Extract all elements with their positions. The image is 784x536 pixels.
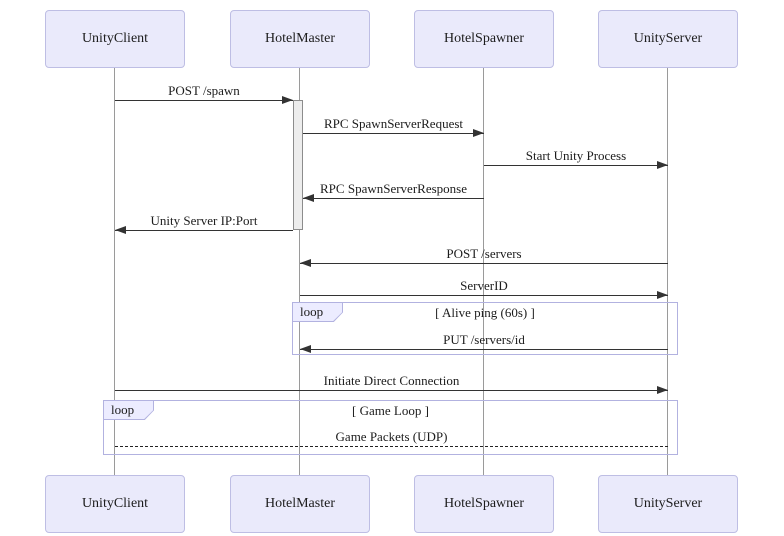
lifeline-unityserver bbox=[667, 67, 668, 476]
arrowhead-left-icon bbox=[303, 194, 314, 202]
participant-label: HotelMaster bbox=[265, 31, 335, 46]
message-line bbox=[303, 198, 484, 199]
loop-label: loop bbox=[104, 401, 153, 419]
message-label: ServerID bbox=[460, 278, 508, 293]
participant-hotelspawner-bottom: HotelSpawner bbox=[414, 475, 554, 533]
arrowhead-right-icon bbox=[657, 291, 668, 299]
participant-unityclient-top: UnityClient bbox=[45, 10, 185, 68]
participant-unityclient-bottom: UnityClient bbox=[45, 475, 185, 533]
participant-label: UnityClient bbox=[81, 31, 149, 46]
message-line bbox=[115, 100, 293, 101]
message-line-dashed bbox=[115, 446, 668, 447]
message-line bbox=[484, 165, 668, 166]
participant-hotelmaster-bottom: HotelMaster bbox=[230, 475, 370, 533]
message-line bbox=[115, 390, 668, 391]
participant-label: UnityClient bbox=[81, 496, 149, 511]
arrowhead-left-icon bbox=[115, 226, 126, 234]
loop-label-tab: loop bbox=[103, 400, 154, 420]
message-label: PUT /servers/id bbox=[443, 332, 525, 347]
loop-condition: [ Game Loop ] bbox=[352, 403, 429, 418]
participant-hotelmaster-top: HotelMaster bbox=[230, 10, 370, 68]
message-line bbox=[115, 230, 293, 231]
participant-label: UnityServer bbox=[633, 31, 703, 46]
message-label: Unity Server IP:Port bbox=[150, 213, 258, 228]
activation-bar-hotelmaster bbox=[293, 100, 303, 230]
participant-label: UnityServer bbox=[633, 496, 703, 511]
message-label: Game Packets (UDP) bbox=[335, 429, 448, 444]
message-label: RPC SpawnServerResponse bbox=[320, 181, 467, 196]
arrowhead-right-icon bbox=[657, 386, 668, 394]
loop-frame-game-loop: loop [ Game Loop ] bbox=[103, 400, 678, 455]
lifeline-hotelspawner bbox=[483, 67, 484, 476]
message-line bbox=[303, 133, 484, 134]
message-line bbox=[300, 295, 668, 296]
lifeline-hotelmaster bbox=[299, 67, 300, 476]
message-label: Start Unity Process bbox=[525, 148, 627, 163]
message-line bbox=[300, 349, 668, 350]
message-label: Initiate Direct Connection bbox=[323, 373, 460, 388]
lifeline-unityclient bbox=[114, 67, 115, 476]
message-label: POST /spawn bbox=[168, 83, 240, 98]
message-label: POST /servers bbox=[446, 246, 522, 261]
participant-label: HotelSpawner bbox=[443, 496, 525, 511]
message-line bbox=[300, 263, 668, 264]
arrowhead-right-icon bbox=[473, 129, 484, 137]
participant-unityserver-top: UnityServer bbox=[598, 10, 738, 68]
arrowhead-right-icon bbox=[657, 161, 668, 169]
loop-label-tab: loop bbox=[292, 302, 343, 322]
participant-hotelspawner-top: HotelSpawner bbox=[414, 10, 554, 68]
arrowhead-left-icon bbox=[300, 259, 311, 267]
participant-label: HotelSpawner bbox=[443, 31, 525, 46]
arrowhead-right-icon bbox=[282, 96, 293, 104]
participant-unityserver-bottom: UnityServer bbox=[598, 475, 738, 533]
loop-frame-alive-ping: loop [ Alive ping (60s) ] bbox=[292, 302, 678, 355]
arrowhead-left-icon bbox=[300, 345, 311, 353]
loop-label: loop bbox=[293, 303, 342, 321]
loop-condition: [ Alive ping (60s) ] bbox=[435, 305, 535, 320]
message-label: RPC SpawnServerRequest bbox=[323, 116, 464, 131]
participant-label: HotelMaster bbox=[265, 496, 335, 511]
